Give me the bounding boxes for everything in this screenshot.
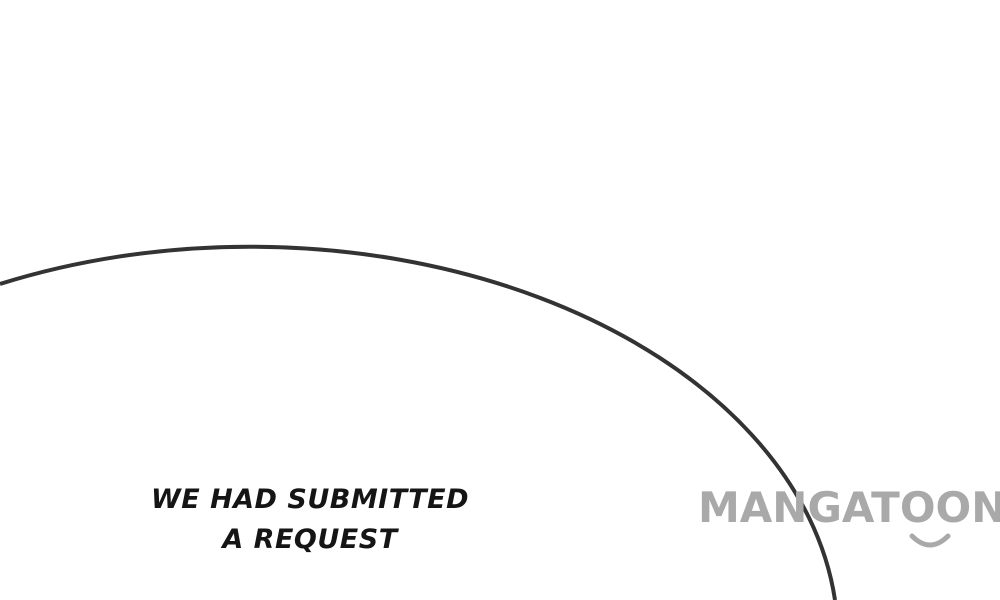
speech-bubble-text: WE HAD SUBMITTED A REQUEST [130,480,490,560]
caption-line-2: A REQUEST [222,524,398,555]
watermark-smile-icon [909,533,951,548]
mangatoon-watermark: MANGATOON [698,483,1000,532]
caption-line-1: WE HAD SUBMITTED [150,484,470,515]
